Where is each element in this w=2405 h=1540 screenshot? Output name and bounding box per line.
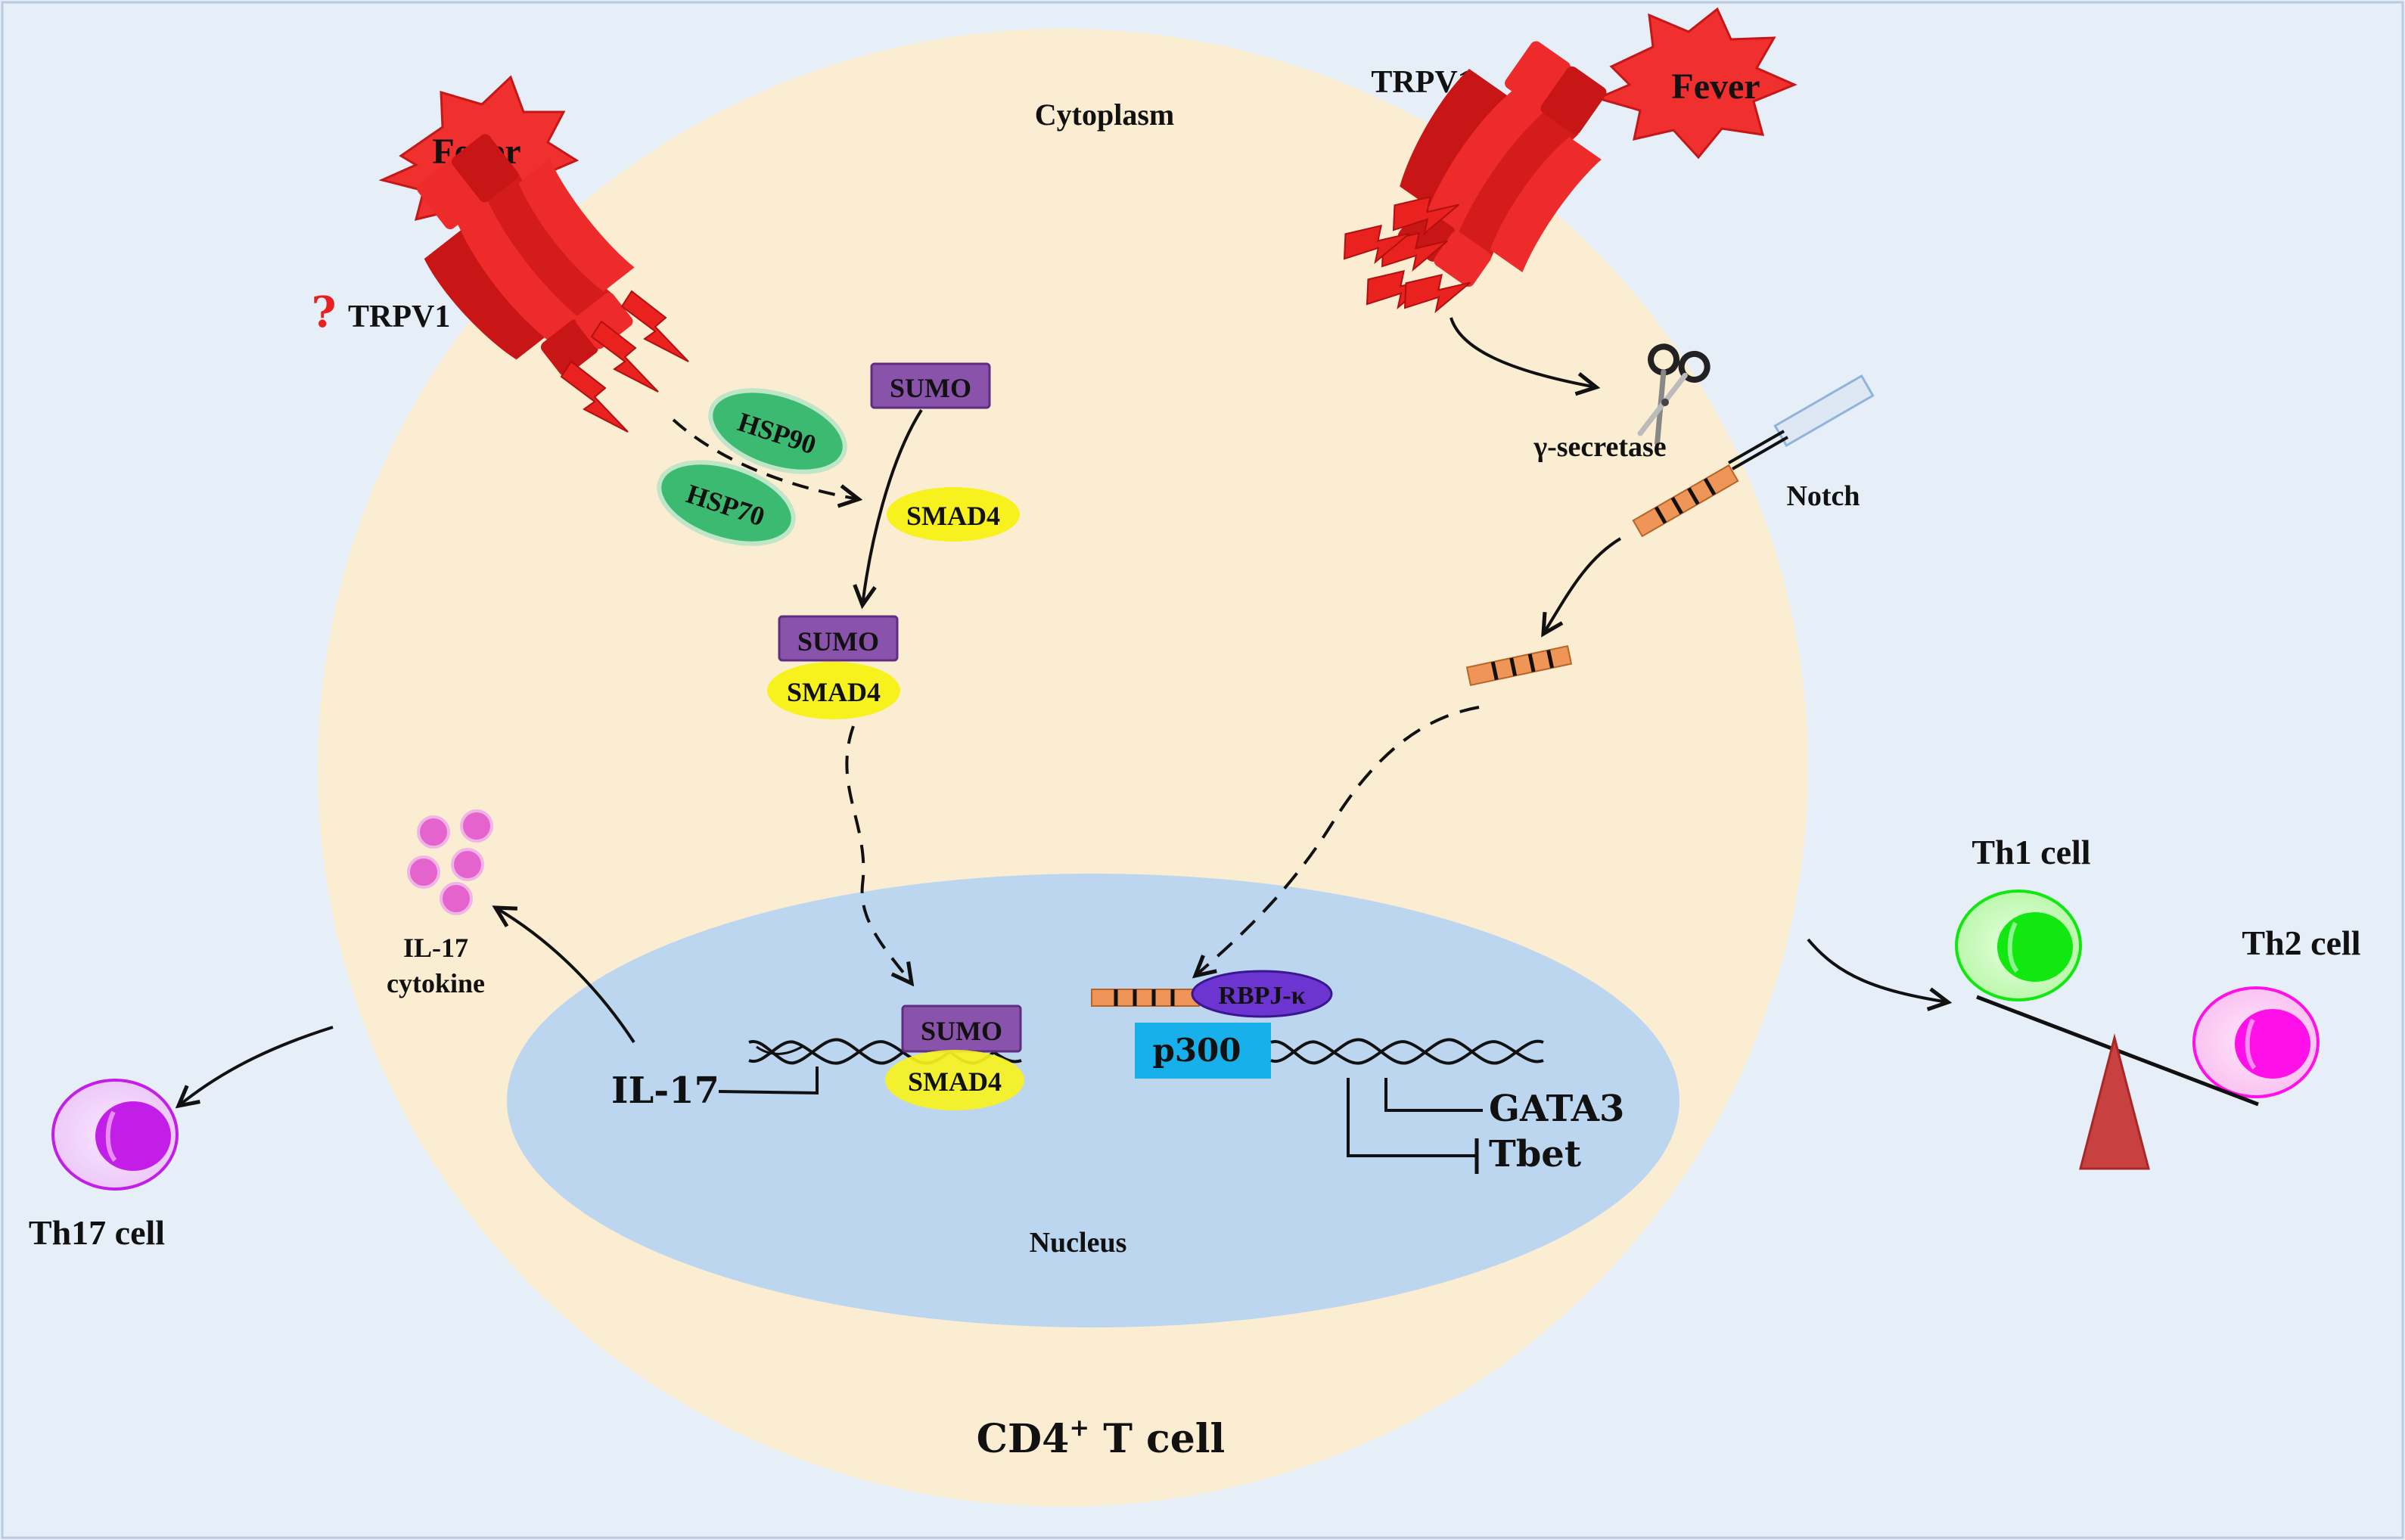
fever-right-label: Fever xyxy=(1671,67,1760,107)
notch-intracellular-domain xyxy=(1465,644,1573,687)
hsp90-protein xyxy=(708,388,847,474)
smad4-mid-label: SMAD4 xyxy=(787,677,881,707)
rbpj-kappa-oval xyxy=(1191,970,1333,1018)
heat-signal-bolts-right xyxy=(1343,196,1471,314)
cd4-t-cell-label: CD4+ T cell xyxy=(977,1413,1226,1462)
arrow-trpv1-to-smad4 xyxy=(672,418,859,499)
arrow-nicd-to-rbpj xyxy=(1195,706,1480,976)
th1-cell xyxy=(1955,890,2082,1001)
il17-gene-label: IL-17 xyxy=(611,1070,719,1112)
smad4-dna-oval xyxy=(885,1050,1024,1110)
notch-receptor xyxy=(1632,374,1875,538)
sumo-dna-label: SUMO xyxy=(921,1016,1002,1046)
trpv1-left-label: TRPV1 xyxy=(348,300,450,334)
smad4-dna-label: SMAD4 xyxy=(908,1067,1002,1097)
il17-cytokine-label-line1: IL-17 xyxy=(403,933,468,963)
smad4-mid-oval xyxy=(767,662,900,719)
arrow-sumo-to-complex xyxy=(862,408,923,605)
sumo-mid-box xyxy=(778,615,899,662)
th1-label: Th1 cell xyxy=(1972,833,2090,871)
arrow-notch-to-nicd xyxy=(1543,537,1622,634)
question-mark: ? xyxy=(312,287,337,337)
il17-cytokine-label-line2: cytokine xyxy=(387,968,485,998)
th2-label: Th2 cell xyxy=(2242,924,2360,962)
il17-cytokine-particles xyxy=(407,809,493,915)
rbpj-label: RBPJ-κ xyxy=(1218,982,1305,1010)
cytoplasm-label: Cytoplasm xyxy=(1035,98,1174,132)
p300-box xyxy=(1135,1023,1271,1079)
gata3-label: GATA3 xyxy=(1489,1088,1624,1130)
gata3-promotion-line xyxy=(1384,1078,1483,1112)
arrow-il17-gene-to-cytokine xyxy=(496,908,635,1044)
p300-label: p300 xyxy=(1152,1032,1241,1069)
smad4-top-oval xyxy=(887,487,1020,542)
il17-gene-bracket xyxy=(718,1067,819,1095)
th17-cell xyxy=(51,1079,179,1191)
sumo-mid-label: SUMO xyxy=(797,626,879,657)
balance-fulcrum xyxy=(2079,1033,2150,1170)
sumo-top-label: SUMO xyxy=(890,373,971,403)
scissors-icon xyxy=(1637,343,1711,446)
smad4-top-label: SMAD4 xyxy=(906,501,1000,531)
hsp70-protein xyxy=(657,460,796,546)
notch-label: Notch xyxy=(1786,480,1860,512)
fever-burst-right xyxy=(1594,7,1798,160)
nucleus-label: Nucleus xyxy=(1030,1227,1127,1259)
gamma-secretase-label: γ-secretase xyxy=(1533,431,1666,463)
tbet-inhibition-line xyxy=(1347,1078,1475,1157)
tbet-label: Tbet xyxy=(1489,1133,1581,1175)
trpv1-channel-right xyxy=(1397,41,1607,287)
nucleus xyxy=(507,874,1679,1327)
arrow-to-th17 xyxy=(179,1026,334,1106)
heat-signal-bolts-left xyxy=(560,290,689,433)
th2-cell xyxy=(2192,986,2320,1098)
sumo-top-box xyxy=(870,362,991,409)
arrow-complex-to-nucleus xyxy=(845,725,912,983)
dna-helix-notch-targets xyxy=(1270,1038,1544,1065)
arrow-trpv1-to-gamma-secretase xyxy=(1450,317,1596,387)
th17-label: Th17 cell xyxy=(29,1213,165,1252)
nicd-on-dna xyxy=(1091,989,1200,1007)
arrow-to-th1-th2-balance xyxy=(1807,938,1948,1002)
trpv1-channel-left xyxy=(417,134,635,376)
